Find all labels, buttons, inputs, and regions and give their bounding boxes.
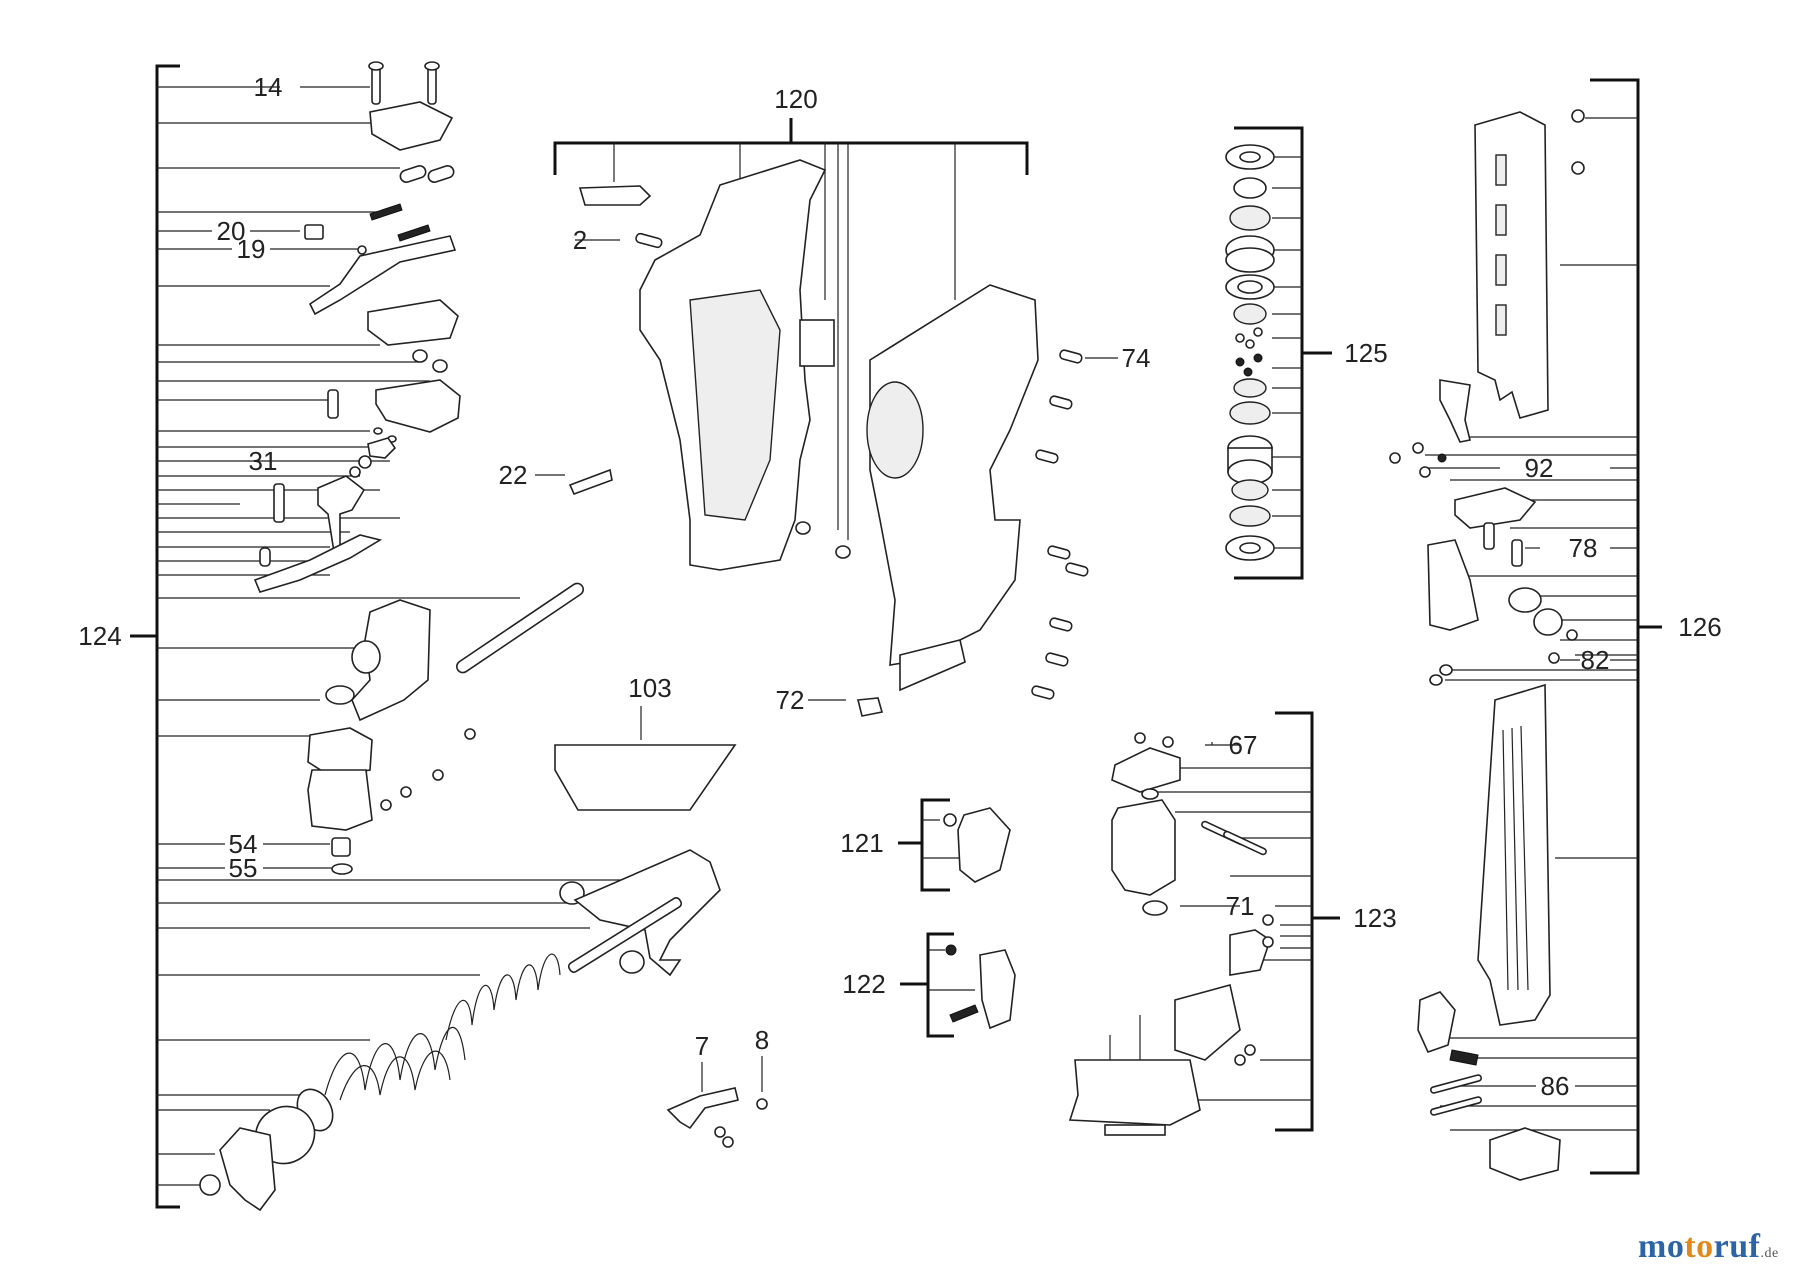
bracket-124 bbox=[155, 64, 180, 1209]
magazine-rail bbox=[1474, 111, 1549, 419]
magazine-body bbox=[1477, 683, 1551, 1026]
callout-54: 54 bbox=[229, 829, 258, 859]
group-7-8 bbox=[666, 1056, 768, 1148]
spring-22 bbox=[568, 468, 613, 496]
housing-right-half bbox=[869, 284, 1039, 666]
bracket-126 bbox=[1590, 78, 1640, 1175]
callout-123: 123 bbox=[1353, 903, 1396, 933]
callout-74: 74 bbox=[1122, 343, 1151, 373]
bracket-121 bbox=[920, 798, 950, 892]
callout-labels: 14 20 19 31 124 54 55 22 2 120 74 72 103… bbox=[78, 72, 1721, 1101]
parts-124 bbox=[199, 61, 721, 1212]
group-121 bbox=[898, 798, 1011, 892]
bracket-123 bbox=[1275, 711, 1314, 1132]
callout-67: 67 bbox=[1229, 730, 1258, 760]
callout-120: 120 bbox=[774, 84, 817, 114]
label-plate bbox=[578, 185, 652, 206]
callout-2: 2 bbox=[573, 225, 587, 255]
spring-outer bbox=[324, 1026, 466, 1101]
callout-82: 82 bbox=[1581, 645, 1610, 675]
callout-121: 121 bbox=[840, 828, 883, 858]
callout-86: 86 bbox=[1541, 1071, 1570, 1101]
callout-72: 72 bbox=[776, 685, 805, 715]
callout-92: 92 bbox=[1525, 453, 1554, 483]
callout-71: 71 bbox=[1226, 891, 1255, 921]
callout-22: 22 bbox=[499, 460, 528, 490]
group-103 bbox=[554, 706, 737, 811]
group-122 bbox=[900, 932, 1016, 1038]
callout-7: 7 bbox=[695, 1031, 709, 1061]
callout-126: 126 bbox=[1678, 612, 1721, 642]
watermark-logo: motoruf.de bbox=[1638, 1228, 1779, 1265]
callout-125: 125 bbox=[1344, 338, 1387, 368]
callout-8: 8 bbox=[755, 1025, 769, 1055]
callout-31: 31 bbox=[249, 446, 278, 476]
group-125 bbox=[1225, 126, 1332, 580]
group-126 bbox=[1389, 78, 1662, 1181]
label-103 bbox=[554, 744, 737, 811]
group-120 bbox=[535, 118, 1118, 717]
callout-124: 124 bbox=[78, 621, 121, 651]
spring-inner bbox=[445, 953, 561, 1041]
callout-55: 55 bbox=[229, 853, 258, 883]
group-123 bbox=[1068, 711, 1340, 1136]
leaders-124 bbox=[157, 86, 680, 1186]
group-124 bbox=[130, 61, 721, 1212]
callout-19: 19 bbox=[237, 234, 266, 264]
block-part bbox=[799, 319, 835, 367]
callout-14: 14 bbox=[254, 72, 283, 102]
callout-122: 122 bbox=[842, 969, 885, 999]
callout-103: 103 bbox=[628, 673, 671, 703]
callout-78: 78 bbox=[1569, 533, 1598, 563]
callout-20: 20 bbox=[217, 216, 246, 246]
